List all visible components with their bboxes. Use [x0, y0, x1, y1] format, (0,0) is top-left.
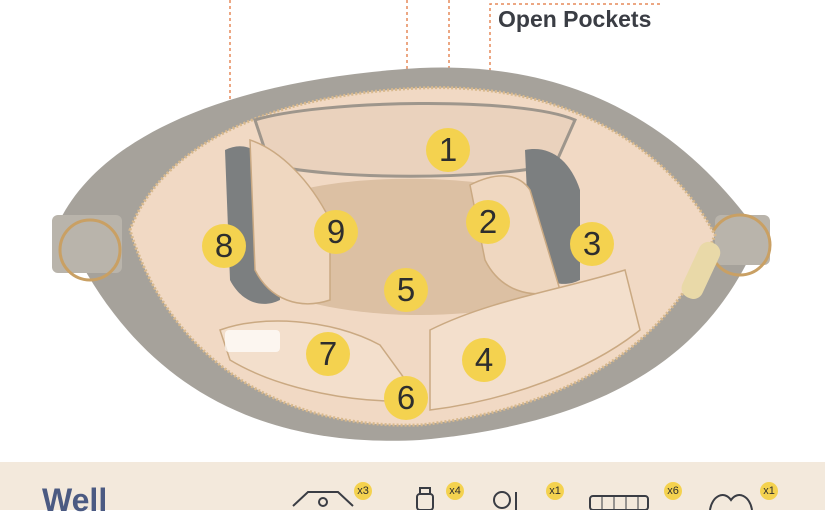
onesie-count: x3: [354, 482, 372, 500]
pocket-badge-5: 5: [384, 268, 428, 312]
zip-pocket-1: [253, 101, 577, 178]
pacifier-count: x1: [546, 482, 564, 500]
bib-count: x1: [760, 482, 778, 500]
pocket-badge-2: 2: [466, 200, 510, 244]
bottle-count: x4: [446, 482, 464, 500]
bib-icon: [709, 494, 753, 510]
diaper-icon: [589, 495, 649, 510]
pocket-badge-6: 6: [384, 376, 428, 420]
pocket-badge-3: 3: [570, 222, 614, 266]
diaper-count: x6: [664, 482, 682, 500]
bottom-band: [0, 462, 825, 510]
footer-title: Well: [42, 482, 108, 518]
bottle-icon: [416, 487, 434, 510]
pocket-badge-4: 4: [462, 338, 506, 382]
onesie-icon: [292, 491, 354, 507]
pocket-badge-7: 7: [306, 332, 350, 376]
pocket-badge-9: 9: [314, 210, 358, 254]
pacifier-icon: [493, 491, 517, 510]
pocket-badge-1: 1: [426, 128, 470, 172]
open-pockets-label: Open Pockets: [498, 6, 652, 32]
pocket-badge-8: 8: [202, 224, 246, 268]
right-strap-tab: [715, 215, 770, 265]
